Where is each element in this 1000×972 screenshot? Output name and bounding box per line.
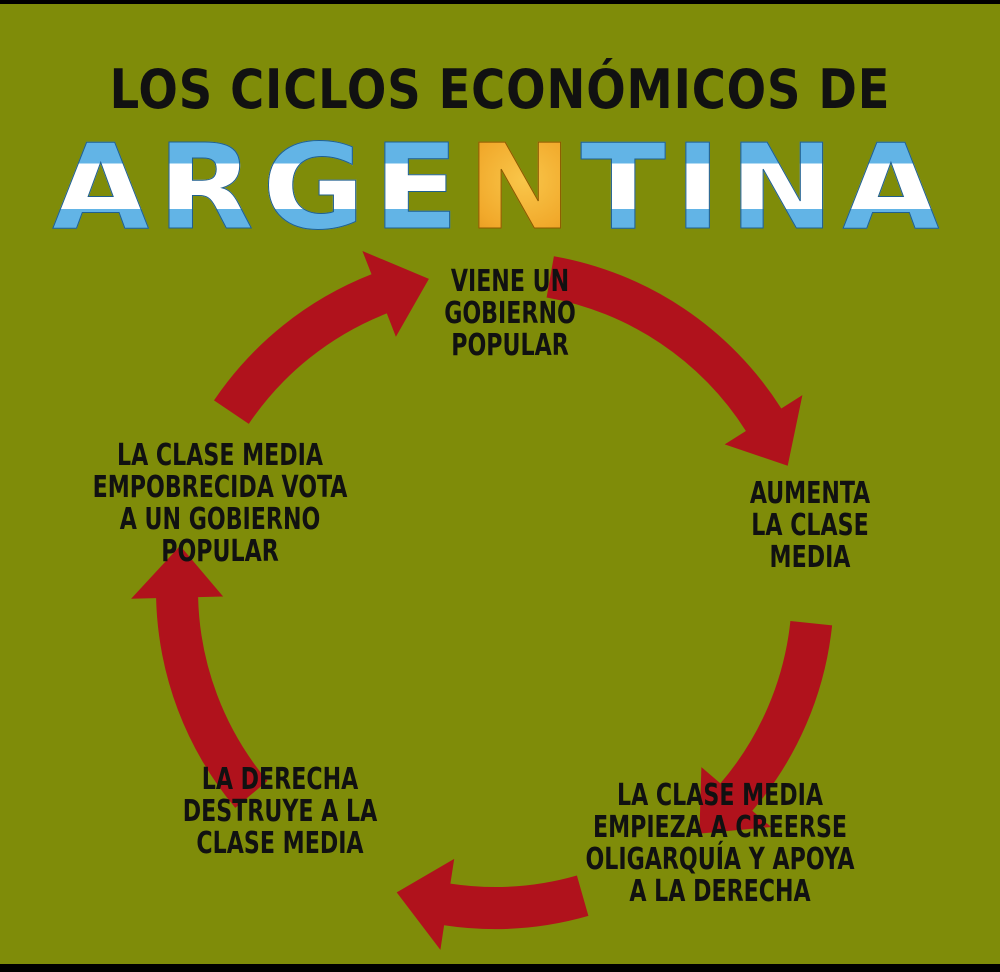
arrow-5-to-1 (214, 251, 429, 424)
stage-clase-media-empobrecida: LA CLASE MEDIA EMPOBRECIDA VOTA A UN GOB… (92, 438, 348, 569)
arrow-1-to-2 (546, 256, 803, 466)
title-argentina-part-1: ARGE (52, 118, 468, 257)
arrow-2-to-3 (699, 621, 833, 834)
stage-gobierno-popular: VIENE UN GOBIERNO POPULAR (444, 264, 576, 363)
stage-apoya-derecha: LA CLASE MEDIA EMPIEZA A CREERSE OLIGARQ… (585, 778, 855, 909)
title-argentina-sun-letter: N (467, 118, 581, 257)
arrow-4-to-5 (131, 545, 268, 808)
top-border (0, 0, 1000, 4)
title-line-2: ARGENTINA (0, 118, 1000, 257)
title-argentina-part-2: TINA (580, 118, 948, 257)
title-line-1: LOS CICLOS ECONÓMICOS DE (109, 58, 891, 121)
arrow-3-to-4 (396, 858, 589, 950)
stage-derecha-destruye: LA DERECHA DESTRUYE A LA CLASE MEDIA (182, 762, 378, 861)
bottom-border (0, 964, 1000, 972)
stage-aumenta-clase-media: AUMENTA LA CLASE MEDIA (749, 476, 871, 575)
